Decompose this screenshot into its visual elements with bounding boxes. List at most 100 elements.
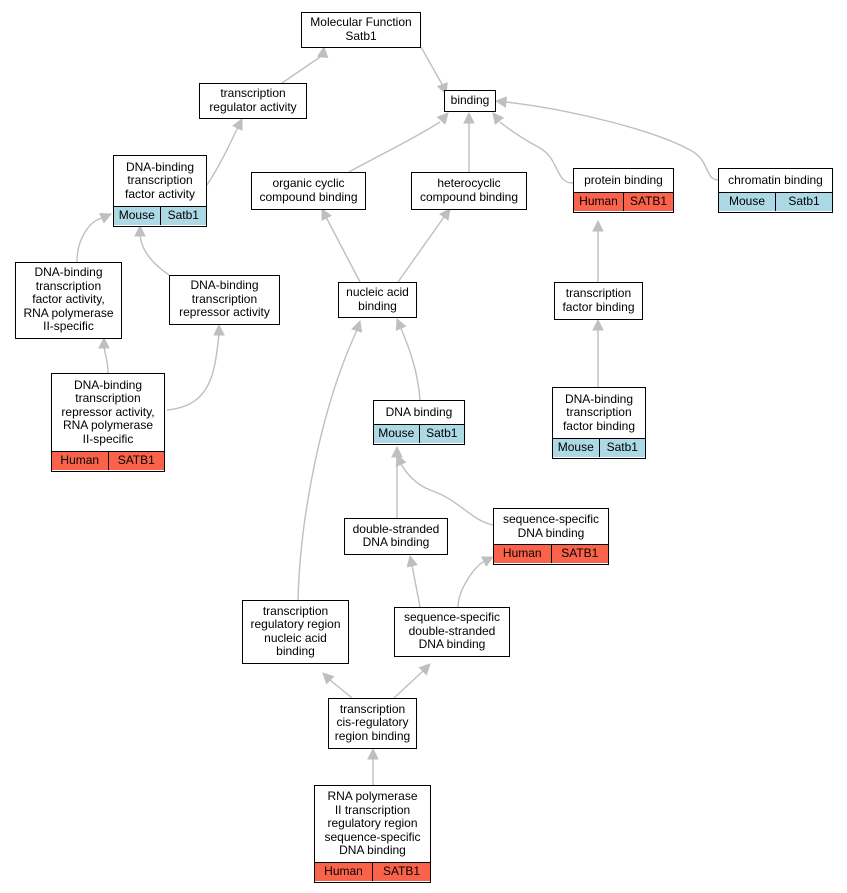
species-label: Human bbox=[324, 864, 363, 879]
node-dna-binding-transcription-factor-activity[interactable]: DNA-binding transcription factor activit… bbox=[113, 155, 207, 227]
edge-line bbox=[139, 231, 170, 276]
node-label: transcription cis-regulatory region bind… bbox=[334, 701, 411, 743]
edge-arrowhead bbox=[481, 556, 494, 567]
species-label: Mouse bbox=[378, 426, 415, 441]
node-nucleic-acid-binding[interactable]: nucleic acid binding bbox=[338, 282, 417, 318]
edge-line bbox=[329, 679, 353, 699]
edge-line bbox=[166, 332, 220, 411]
edge-arrowhead bbox=[406, 554, 418, 568]
edge-arrowhead bbox=[213, 323, 225, 336]
edge-arrowhead bbox=[367, 747, 379, 760]
edge-arrowhead bbox=[322, 672, 335, 685]
node-chromatin-binding[interactable]: chromatin binding Mouse Satb1 bbox=[718, 168, 833, 213]
node-transcription-regulator-activity[interactable]: transcription regulator activity bbox=[199, 83, 307, 119]
edge-arrowhead bbox=[134, 224, 146, 237]
node-label: sequence-specific double-stranded DNA bi… bbox=[403, 610, 501, 652]
node-label: double-stranded DNA binding bbox=[352, 521, 440, 549]
node-transcription-regulatory-region-nucleic-acid-binding[interactable]: transcription regulatory region nucleic … bbox=[242, 600, 349, 664]
species-label: Mouse bbox=[118, 208, 155, 223]
edge-arrowhead bbox=[418, 663, 431, 676]
species-row: Human SATB1 bbox=[52, 451, 164, 470]
edge-arrowhead bbox=[436, 112, 449, 125]
gene-label: Satb1 bbox=[418, 425, 465, 443]
edge-arrowhead bbox=[439, 208, 451, 221]
node-sequence-specific-dna-binding[interactable]: sequence-specific DNA binding Human SATB… bbox=[493, 508, 609, 565]
species-row: Human SATB1 bbox=[315, 862, 430, 881]
node-label: DNA-binding transcription factor activit… bbox=[23, 265, 114, 334]
edge-line bbox=[393, 670, 424, 699]
node-protein-binding[interactable]: protein binding Human SATB1 bbox=[573, 168, 674, 213]
gene-label: SATB1 bbox=[372, 863, 430, 881]
species-label: Mouse bbox=[728, 194, 766, 209]
node-organic-cyclic-compound-binding[interactable]: organic cyclic compound binding bbox=[251, 172, 366, 210]
node-heterocyclic-compound-binding[interactable]: heterocyclic compound binding bbox=[411, 172, 527, 210]
node-transcription-cis-regulatory-region-binding[interactable]: transcription cis-regulatory region bind… bbox=[328, 698, 417, 749]
edge-arrowhead bbox=[395, 317, 407, 331]
edge-arrowhead bbox=[316, 45, 329, 59]
edge-line bbox=[420, 46, 444, 87]
node-label: binding bbox=[450, 92, 490, 107]
node-label: transcription regulatory region nucleic … bbox=[250, 603, 341, 658]
edge-line bbox=[397, 216, 445, 283]
node-label: transcription factor binding bbox=[562, 286, 635, 314]
species-row: Mouse Satb1 bbox=[374, 424, 464, 443]
node-label: DNA-binding transcription factor binding bbox=[562, 391, 636, 433]
edge-line bbox=[504, 101, 719, 181]
edge-line bbox=[411, 564, 421, 608]
gene-label: SATB1 bbox=[107, 452, 165, 470]
edge-line bbox=[206, 126, 239, 186]
edge-line bbox=[499, 121, 574, 184]
node-binding[interactable]: binding bbox=[444, 90, 496, 112]
edge-line bbox=[297, 329, 358, 601]
gene-label: Satb1 bbox=[598, 439, 646, 457]
edge-line bbox=[457, 560, 486, 608]
node-label: protein binding bbox=[584, 172, 663, 187]
node-rna-polymerase-ii-regulatory-region-dna-binding[interactable]: RNA polymerase II transcription regulato… bbox=[314, 785, 431, 883]
edge-line bbox=[348, 121, 441, 173]
species-label: Human bbox=[60, 453, 100, 468]
node-dna-binding-transcription-repressor-activity[interactable]: DNA-binding transcription repressor acti… bbox=[169, 275, 280, 325]
edge-arrowhead bbox=[592, 318, 604, 331]
edge-arrowhead bbox=[99, 212, 113, 224]
edge-line bbox=[399, 461, 494, 526]
node-label: chromatin binding bbox=[728, 172, 823, 187]
node-label: Molecular Function Satb1 bbox=[310, 15, 412, 43]
gene-label: Satb1 bbox=[159, 207, 207, 225]
node-label: DNA binding bbox=[385, 404, 453, 419]
gene-label: SATB1 bbox=[550, 545, 609, 563]
node-dna-binding-tf-activity-rnap2[interactable]: DNA-binding transcription factor activit… bbox=[15, 262, 122, 339]
node-double-stranded-dna-binding[interactable]: double-stranded DNA binding bbox=[344, 518, 448, 555]
species-label: Human bbox=[579, 194, 618, 209]
node-label: heterocyclic compound binding bbox=[419, 176, 519, 204]
species-row: Mouse Satb1 bbox=[114, 206, 206, 225]
species-label: Human bbox=[502, 546, 542, 561]
node-label: transcription regulator activity bbox=[209, 86, 297, 114]
node-label: DNA-binding transcription repressor acti… bbox=[179, 278, 270, 320]
edge-arrowhead bbox=[351, 319, 363, 333]
node-molecular-function[interactable]: Molecular Function Satb1 bbox=[301, 12, 421, 48]
node-transcription-factor-binding[interactable]: transcription factor binding bbox=[554, 282, 643, 320]
node-label: organic cyclic compound binding bbox=[259, 176, 358, 204]
edge-arrowhead bbox=[395, 453, 407, 467]
node-dna-binding-transcription-factor-binding[interactable]: DNA-binding transcription factor binding… bbox=[552, 387, 646, 459]
gene-label: SATB1 bbox=[623, 193, 673, 211]
edge-line bbox=[399, 325, 421, 401]
edge-line bbox=[76, 217, 103, 263]
node-label: DNA-binding transcription repressor acti… bbox=[61, 377, 155, 446]
node-dna-binding[interactable]: DNA binding Mouse Satb1 bbox=[373, 400, 465, 445]
edge-line bbox=[281, 54, 324, 84]
edge-arrowhead bbox=[592, 219, 604, 232]
edge-arrowhead bbox=[232, 118, 243, 131]
species-row: Mouse Satb1 bbox=[719, 192, 832, 211]
edge-arrowhead bbox=[98, 336, 110, 349]
node-dna-binding-tr-activity-rnap2[interactable]: DNA-binding transcription repressor acti… bbox=[51, 373, 165, 472]
gene-label: Satb1 bbox=[775, 193, 832, 211]
species-row: Human SATB1 bbox=[574, 192, 673, 211]
node-label: RNA polymerase II transcription regulato… bbox=[324, 789, 421, 858]
node-sequence-specific-double-stranded-dna-binding[interactable]: sequence-specific double-stranded DNA bi… bbox=[394, 607, 510, 657]
species-row: Mouse Satb1 bbox=[553, 438, 645, 457]
edge-arrowhead bbox=[463, 111, 475, 124]
edge-arrowhead bbox=[321, 208, 332, 221]
node-label: DNA-binding transcription factor activit… bbox=[124, 159, 196, 201]
species-row: Human SATB1 bbox=[494, 544, 608, 563]
